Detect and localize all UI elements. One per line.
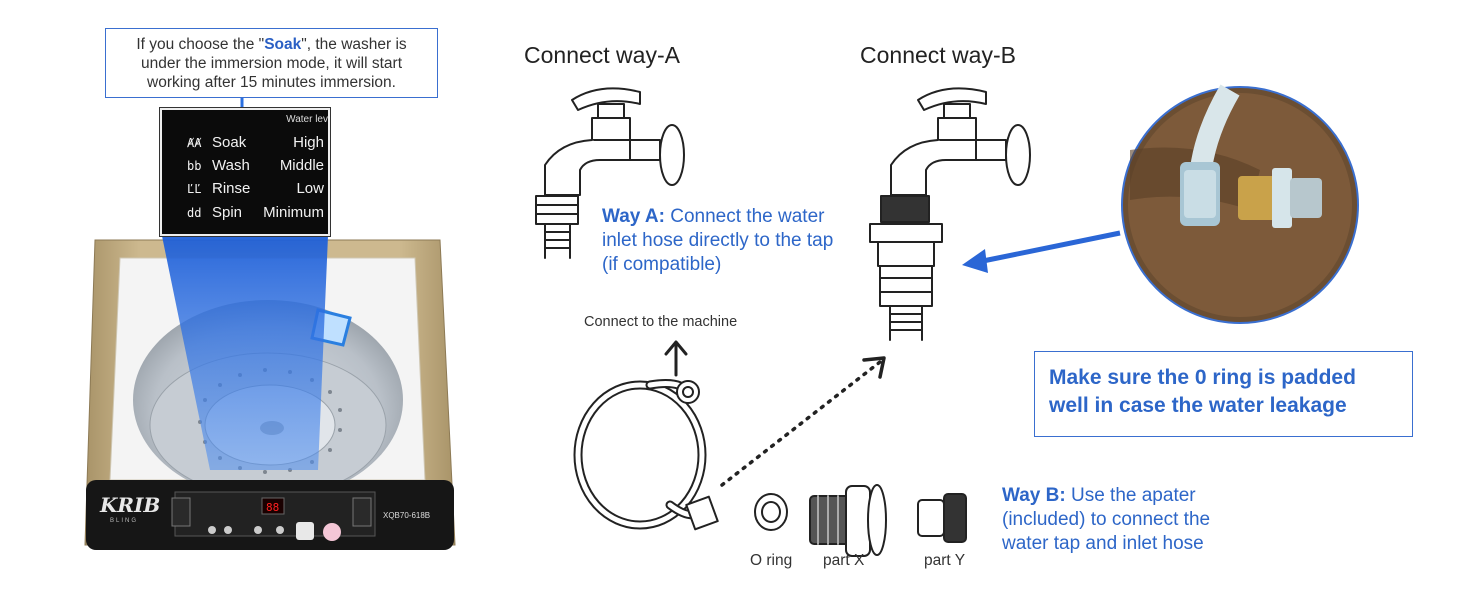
display-digits: 88 — [266, 501, 279, 514]
display-screen — [261, 497, 285, 515]
start-button — [296, 522, 314, 540]
dotted-arrow — [720, 360, 882, 487]
heading-way-a: Connect way-A — [524, 42, 680, 68]
machine-label: Connect to the machine — [584, 314, 738, 330]
panel-buttons — [208, 526, 284, 534]
part-y-icon — [917, 493, 967, 543]
photo-arrow — [977, 230, 1121, 265]
heading-way-b: Connect way-B — [860, 42, 1016, 68]
mode-panel-zoom: Water lev ȺȺ Soak High bb Wash Middle ĽĽ… — [159, 107, 331, 237]
tap-b-icon — [869, 87, 1031, 341]
power-button — [323, 523, 341, 541]
mode-row-spin: dd Spin Minimum — [187, 204, 324, 221]
o-ring-label: O ring — [750, 552, 793, 569]
highlight-beam — [162, 236, 328, 470]
model-number: XQB70-618B — [383, 511, 430, 520]
o-ring-note: Make sure the 0 ring is padded well in c… — [1034, 351, 1413, 437]
way-b-description: Way B: Use the apater (included) to conn… — [1002, 485, 1211, 554]
water-level-header: Water lev — [286, 114, 328, 125]
mode-row-wash: bb Wash Middle — [187, 157, 324, 174]
soak-callout: If you choose the "Soak", the washer is … — [105, 28, 438, 98]
o-ring-icon — [754, 493, 788, 531]
part-x-label: part X — [823, 552, 865, 569]
part-x-icon — [809, 484, 887, 557]
inlet-hose-icon — [573, 379, 719, 531]
brand-logo: KRIB — [99, 493, 160, 517]
brand-sub: BLING — [110, 518, 138, 524]
way-a-description: Way A: Connect the water inlet hose dire… — [602, 206, 834, 275]
mode-row-rinse: ĽĽ Rinse Low — [187, 180, 324, 197]
mode-row-soak: ȺȺ Soak High — [187, 134, 324, 151]
washer-illustration: 88 KRIB BLING XQB70-618B — [84, 98, 456, 550]
o-ring-photo — [1121, 84, 1359, 324]
part-y-label: part Y — [924, 552, 966, 569]
soak-keyword: Soak — [264, 36, 302, 53]
